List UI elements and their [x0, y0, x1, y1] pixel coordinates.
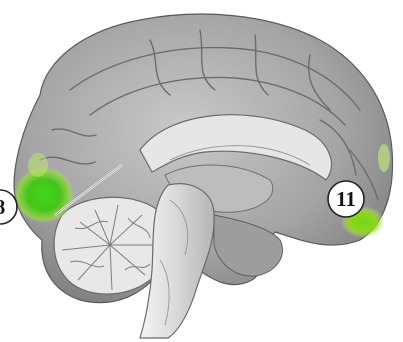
region-highlight-8	[14, 167, 74, 223]
region-label-11: 11	[328, 181, 364, 217]
region-label-8-text: 8	[0, 195, 5, 219]
cerebellum	[54, 197, 166, 294]
region-label-11-text: 11	[336, 187, 356, 211]
